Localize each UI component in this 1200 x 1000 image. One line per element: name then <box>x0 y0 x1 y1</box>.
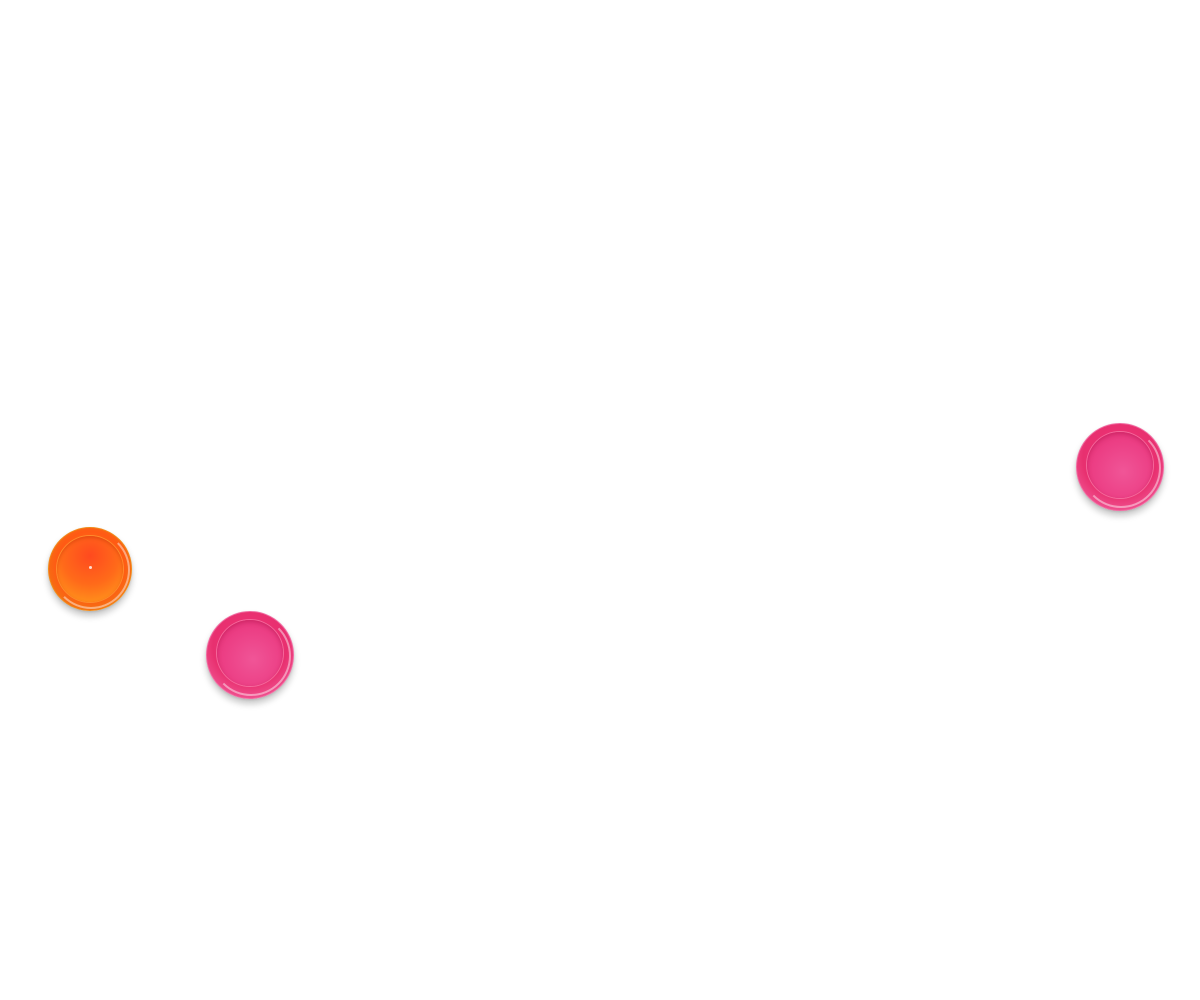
bottle-cap-orange-icon[interactable] <box>48 527 132 611</box>
cap-inner <box>1087 432 1153 498</box>
cap-inner <box>217 620 283 686</box>
bottle-cap-pink-icon[interactable] <box>206 611 294 699</box>
cap-inner <box>57 536 123 602</box>
bottle-cap-pink-icon[interactable] <box>1076 423 1164 511</box>
cap-center-glint <box>89 566 92 569</box>
